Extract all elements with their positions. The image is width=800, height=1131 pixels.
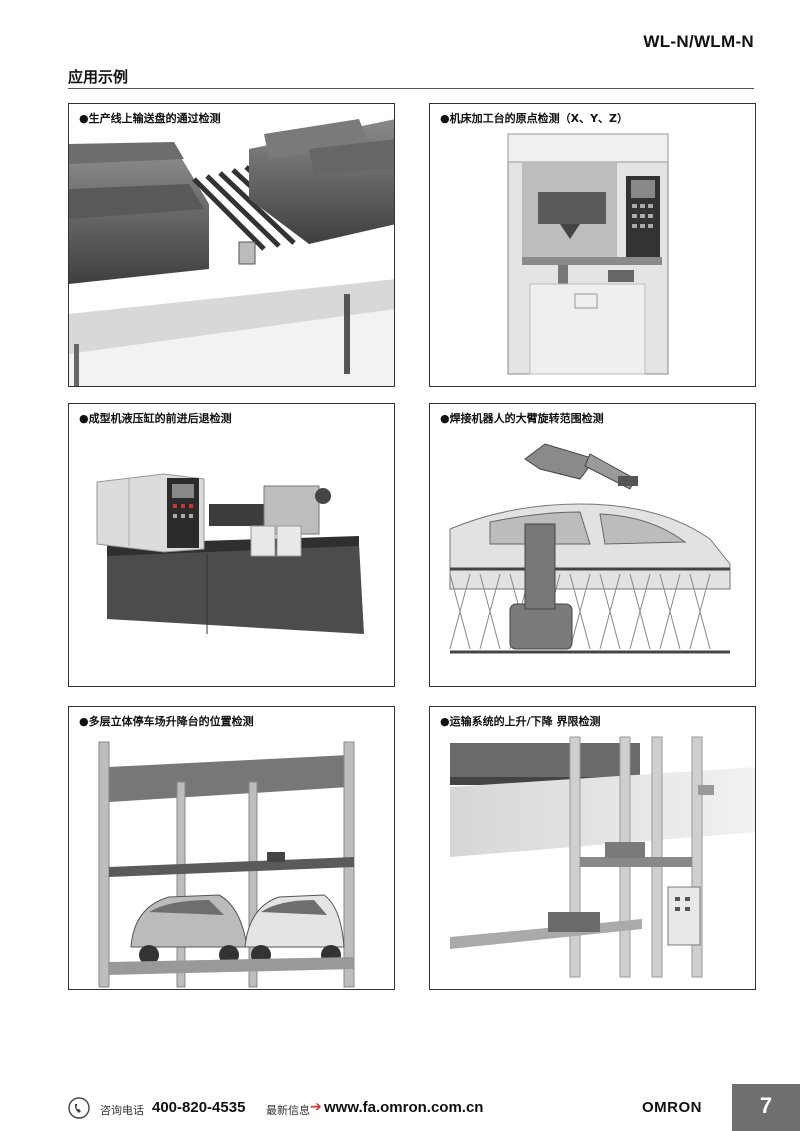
website-link[interactable]: www.fa.omron.com.cn (324, 1099, 484, 1116)
phone-number: 400-820-4535 (152, 1099, 246, 1116)
panel-caption: ●运输系统的上升/下降 界限检测 (440, 715, 601, 728)
panel-welding-robot: ●焊接机器人的大臂旋转范围检测 (429, 403, 756, 687)
panel-caption: ●机床加工台的原点检测（X、Y、Z） (440, 112, 629, 125)
panel-caption: ●成型机液压缸的前进后退检测 (79, 412, 232, 425)
parking-lift-illustration (98, 741, 355, 988)
conveyor-illustration (69, 119, 394, 386)
phone-icon (68, 1097, 90, 1119)
panel-parking-lift: ●多层立体停车场升降台的位置检测 (68, 706, 395, 990)
brand-logo: OMRON (642, 1099, 702, 1116)
panel-caption: ●多层立体停车场升降台的位置检测 (79, 715, 254, 728)
page-number-box: 7 (732, 1084, 800, 1131)
consult-label: 咨询电话 (100, 1104, 144, 1117)
section-title: 应用示例 (68, 68, 129, 86)
molding-machine-illustration (96, 473, 364, 634)
panel-conveyor: ●生产线上输送盘的通过检测 (68, 103, 395, 387)
panel-caption: ●焊接机器人的大臂旋转范围检测 (440, 412, 604, 425)
panel-machine-tool: ●机床加工台的原点检测（X、Y、Z） (429, 103, 756, 387)
news-label: 最新信息 (266, 1104, 310, 1117)
transport-lift-illustration (450, 736, 755, 978)
panel-transport-lift: ●运输系统的上升/下降 界限检测 (429, 706, 756, 990)
section-rule (68, 88, 754, 89)
arrow-icon: ➔ (310, 1099, 322, 1115)
welding-robot-illustration (449, 443, 731, 654)
page-number: 7 (759, 1093, 773, 1118)
product-code: WL-N/WLM-N (643, 32, 754, 51)
panel-molding-machine: ●成型机液压缸的前进后退检测 (68, 403, 395, 687)
panel-caption: ●生产线上输送盘的通过检测 (79, 112, 221, 125)
machine-tool-illustration (507, 133, 669, 375)
